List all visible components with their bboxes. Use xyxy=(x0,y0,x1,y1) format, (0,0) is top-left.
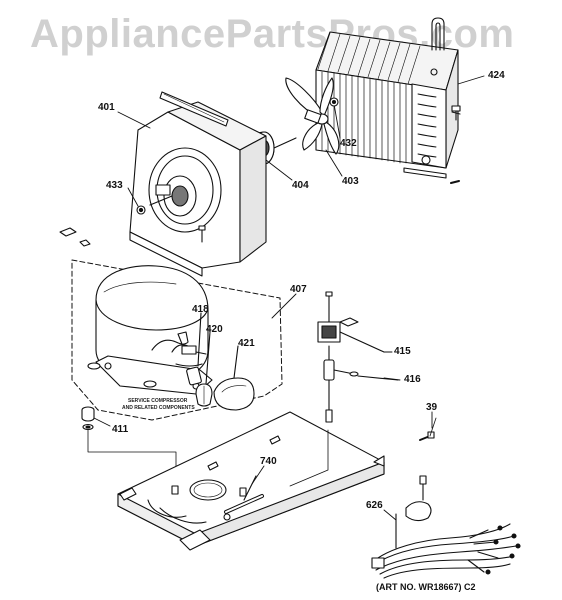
callout-415: 415 xyxy=(394,346,411,357)
callout-433: 433 xyxy=(106,180,123,191)
callout-740: 740 xyxy=(260,456,277,467)
nut-432 xyxy=(330,98,338,106)
callout-626: 626 xyxy=(366,500,383,511)
relay-418 xyxy=(186,313,202,385)
callout-403: 403 xyxy=(342,176,359,187)
callout-404: 404 xyxy=(292,180,309,191)
fan-blade-403 xyxy=(286,78,339,154)
callout-432: 432 xyxy=(340,138,357,149)
callout-401: 401 xyxy=(98,102,115,113)
service-note-line1: SERVICE COMPRESSOR xyxy=(128,398,188,404)
wire-harness-626 xyxy=(372,476,520,578)
overload-420 xyxy=(196,332,212,406)
terminal-cover-421 xyxy=(214,346,254,410)
screw-39 xyxy=(420,418,436,440)
callout-416: 416 xyxy=(404,374,421,385)
service-note-line2: AND RELATED COMPONENTS xyxy=(122,405,195,411)
solenoid-valve-415 xyxy=(318,292,384,352)
service-compressor-group-407 xyxy=(72,260,282,420)
callout-39: 39 xyxy=(426,402,438,413)
art-number: (ART NO. WR18667) C2 xyxy=(376,582,476,592)
fan-shroud-401 xyxy=(130,92,266,276)
callout-407: 407 xyxy=(290,284,307,295)
callout-421: 421 xyxy=(238,338,255,349)
callout-418: 418 xyxy=(192,304,209,315)
callout-411: 411 xyxy=(112,424,129,435)
base-pan xyxy=(118,412,384,550)
valve-body-416 xyxy=(324,346,398,422)
condenser-424 xyxy=(316,18,460,183)
callout-leaders xyxy=(94,76,484,520)
callout-424: 424 xyxy=(488,70,505,81)
callout-420: 420 xyxy=(206,324,223,335)
